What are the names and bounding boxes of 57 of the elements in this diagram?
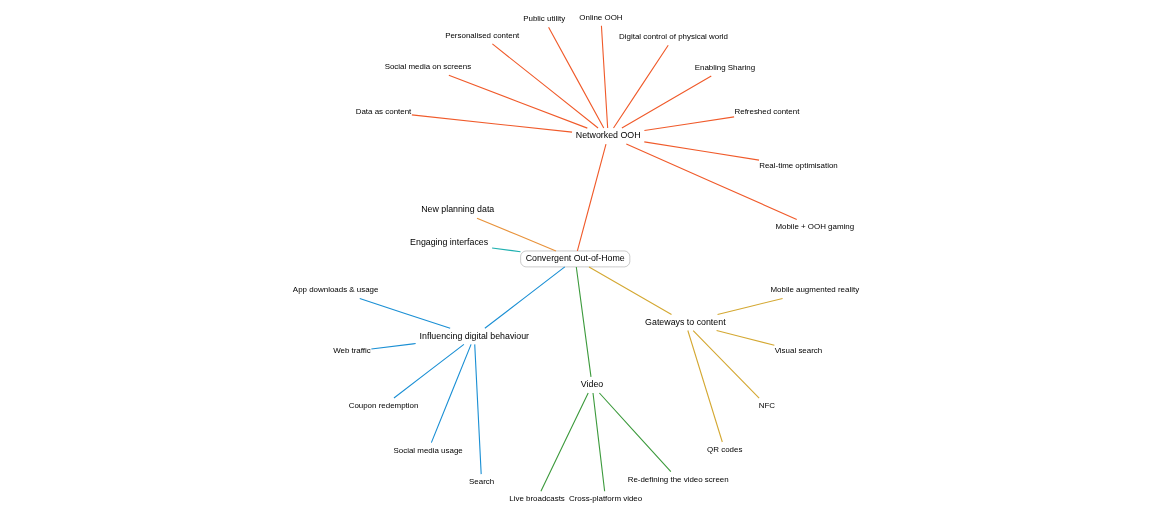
connector — [643, 141, 760, 161]
node-text: Live broadcasts — [509, 494, 565, 504]
node-text: Data as content — [355, 106, 412, 116]
node-text: NFC — [758, 400, 776, 410]
connector — [411, 114, 573, 133]
node-text: Refreshed content — [734, 106, 800, 116]
node-text: Personalised content — [445, 30, 520, 40]
connector — [621, 75, 712, 129]
connector — [393, 343, 465, 399]
node-text: Engaging interfaces — [410, 236, 489, 247]
node-box: Convergent Out-of-Home — [520, 250, 631, 268]
node-text: Re-defining the video screen — [627, 474, 729, 484]
node-text: Mobile + OOH gaming — [775, 222, 855, 232]
connector — [359, 297, 451, 329]
node-text: Coupon redemption — [348, 400, 419, 410]
node-text: Gateways to content — [645, 316, 726, 327]
node-text: Video — [580, 379, 604, 390]
connector — [643, 116, 735, 132]
connector — [548, 26, 605, 129]
connector — [592, 392, 606, 492]
connector — [716, 297, 784, 316]
connector — [692, 329, 760, 399]
connector — [476, 217, 557, 252]
node-text: Mobile augmented reality — [770, 285, 860, 295]
node-text: Social media on screens — [384, 62, 472, 72]
connector — [448, 74, 588, 129]
node-text: Influencing digital behaviour — [419, 330, 530, 341]
connector — [540, 392, 589, 492]
node-text: Cross-platform video — [568, 494, 643, 504]
connector — [491, 43, 599, 129]
connector — [474, 343, 482, 475]
node-text: Social media usage — [393, 445, 463, 455]
node-text: Enabling Sharing — [694, 62, 756, 72]
node-text: App downloads & usage — [292, 285, 379, 295]
connector — [484, 266, 566, 329]
connector — [600, 25, 609, 129]
connector — [576, 143, 607, 252]
connector — [370, 343, 417, 350]
connector — [612, 44, 669, 129]
connector — [687, 329, 723, 443]
node-text: Online OOH — [579, 12, 623, 22]
connector — [491, 247, 522, 253]
connector — [588, 266, 673, 316]
connector — [625, 143, 798, 220]
node-text: Real-time optimisation — [759, 161, 838, 171]
connector — [575, 266, 592, 378]
node-text: New planning data — [421, 204, 495, 215]
node-text: Web traffic — [333, 346, 371, 356]
connector — [430, 343, 472, 444]
node-text: Visual search — [774, 346, 823, 356]
connector — [716, 329, 775, 346]
node-text: Public utility — [523, 14, 566, 24]
node-text: Digital control of physical world — [619, 32, 729, 42]
node-text: Networked OOH — [575, 130, 641, 141]
node-text: QR codes — [707, 444, 743, 454]
connector — [598, 392, 672, 473]
node-text: Search — [469, 477, 495, 487]
